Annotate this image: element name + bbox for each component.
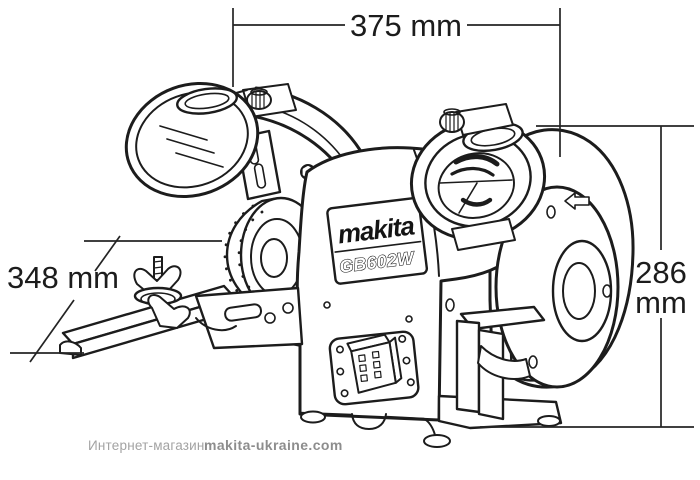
left-eye-shield bbox=[124, 81, 260, 199]
cord-notch bbox=[351, 413, 387, 430]
rubber-foot bbox=[537, 415, 561, 427]
dimension-line bbox=[29, 235, 121, 363]
dimension-label-height-value: 286 bbox=[635, 255, 687, 290]
shield-reflections bbox=[159, 125, 224, 168]
dimension-label-depth: 348 mm bbox=[7, 260, 119, 295]
shield-reflections bbox=[453, 154, 500, 167]
rubber-foot bbox=[423, 434, 451, 448]
watermark: Интернет-магазин makita-ukraine.com bbox=[88, 437, 343, 453]
dimension-top-width: 375 mm bbox=[232, 8, 561, 157]
right-eye-shield bbox=[409, 103, 547, 251]
watermark-site: makita-ukraine.com bbox=[204, 437, 343, 453]
rubber-foot bbox=[300, 410, 326, 424]
name-plate: makita GB602W bbox=[326, 196, 429, 285]
wing-nut bbox=[133, 265, 182, 294]
right-wheel-cover-face bbox=[494, 185, 620, 389]
clamp-knob bbox=[246, 90, 272, 110]
watermark-prefix: Интернет-магазин bbox=[88, 438, 205, 453]
dimension-left-depth: 348 mm bbox=[7, 235, 222, 363]
dimension-label-height-unit: mm bbox=[635, 285, 687, 320]
abrasive-dots bbox=[223, 204, 255, 307]
lower-wing-nut bbox=[147, 294, 191, 329]
right-tool-rest bbox=[455, 305, 546, 421]
shield-lower-bracket bbox=[451, 218, 516, 251]
dimension-right-height: 286 mm bbox=[480, 125, 694, 428]
bench-grinder-drawing: makita GB602W bbox=[59, 81, 635, 448]
rotation-arrow-icon bbox=[564, 192, 590, 210]
dimension-label-width: 375 mm bbox=[350, 8, 462, 43]
switch-panel bbox=[328, 330, 420, 406]
left-tool-rest bbox=[59, 256, 304, 360]
